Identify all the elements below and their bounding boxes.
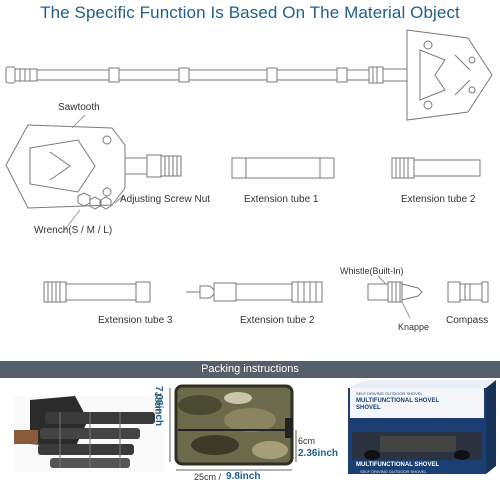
- camo-bag-photo: [174, 384, 294, 466]
- product-box-photo: [348, 380, 496, 474]
- knappe-label: Knappe: [398, 322, 430, 332]
- height-inch-label: 7.08inch: [153, 386, 164, 427]
- sawtooth-label: Sawtooth: [58, 102, 100, 113]
- wrench-label: Wrench(S / M / L): [34, 225, 113, 236]
- depth-inch-label: 2.36inch: [298, 448, 339, 459]
- compass-label: Compass: [446, 315, 489, 326]
- folded-shovel-photo: [14, 396, 164, 472]
- box-front-line2: SELF DRIVING OUTDOOR SHOVEL: [360, 469, 427, 474]
- box-front-line1: MULTIFUNCTIONAL SHOVEL: [356, 462, 440, 468]
- page-title: The Specific Function Is Based On The Ma…: [40, 3, 460, 22]
- extension-tube-2-top-label: Extension tube 2: [401, 194, 476, 205]
- whistle-knappe-drawing: [367, 275, 423, 319]
- extension-tube-2-top-drawing: [391, 157, 481, 179]
- extension-tube-3-drawing: [43, 281, 151, 303]
- width-cm-label: 25cm /: [194, 472, 222, 482]
- assembled-shovel-drawing: [5, 29, 493, 121]
- extension-tube-1-drawing: [231, 157, 335, 179]
- extension-tube-1-label: Extension tube 1: [244, 194, 319, 205]
- extension-tube-2-bottom-drawing: [186, 281, 323, 303]
- compass-drawing: [447, 281, 489, 303]
- box-brand-line1: MULTIFUNCTIONAL SHOVEL: [356, 398, 440, 404]
- adjusting-screw-nut-label: Adjusting Screw Nut: [120, 194, 211, 205]
- box-brand-line2: SHOVEL: [356, 405, 381, 411]
- depth-cm-label: 6cm: [298, 436, 316, 446]
- whistle-label: Whistle(Built-In): [340, 266, 404, 276]
- extension-tube-2-bottom-label: Extension tube 2: [240, 315, 315, 326]
- box-small-caption: SELF DRIVING OUTDOOR SHOVEL: [356, 391, 423, 396]
- packing-instructions-banner: Packing instructions: [0, 361, 500, 378]
- extension-tube-3-label: Extension tube 3: [98, 315, 173, 326]
- shovel-head-drawing: [5, 114, 182, 233]
- width-inch-label: 9.8inch: [226, 471, 261, 482]
